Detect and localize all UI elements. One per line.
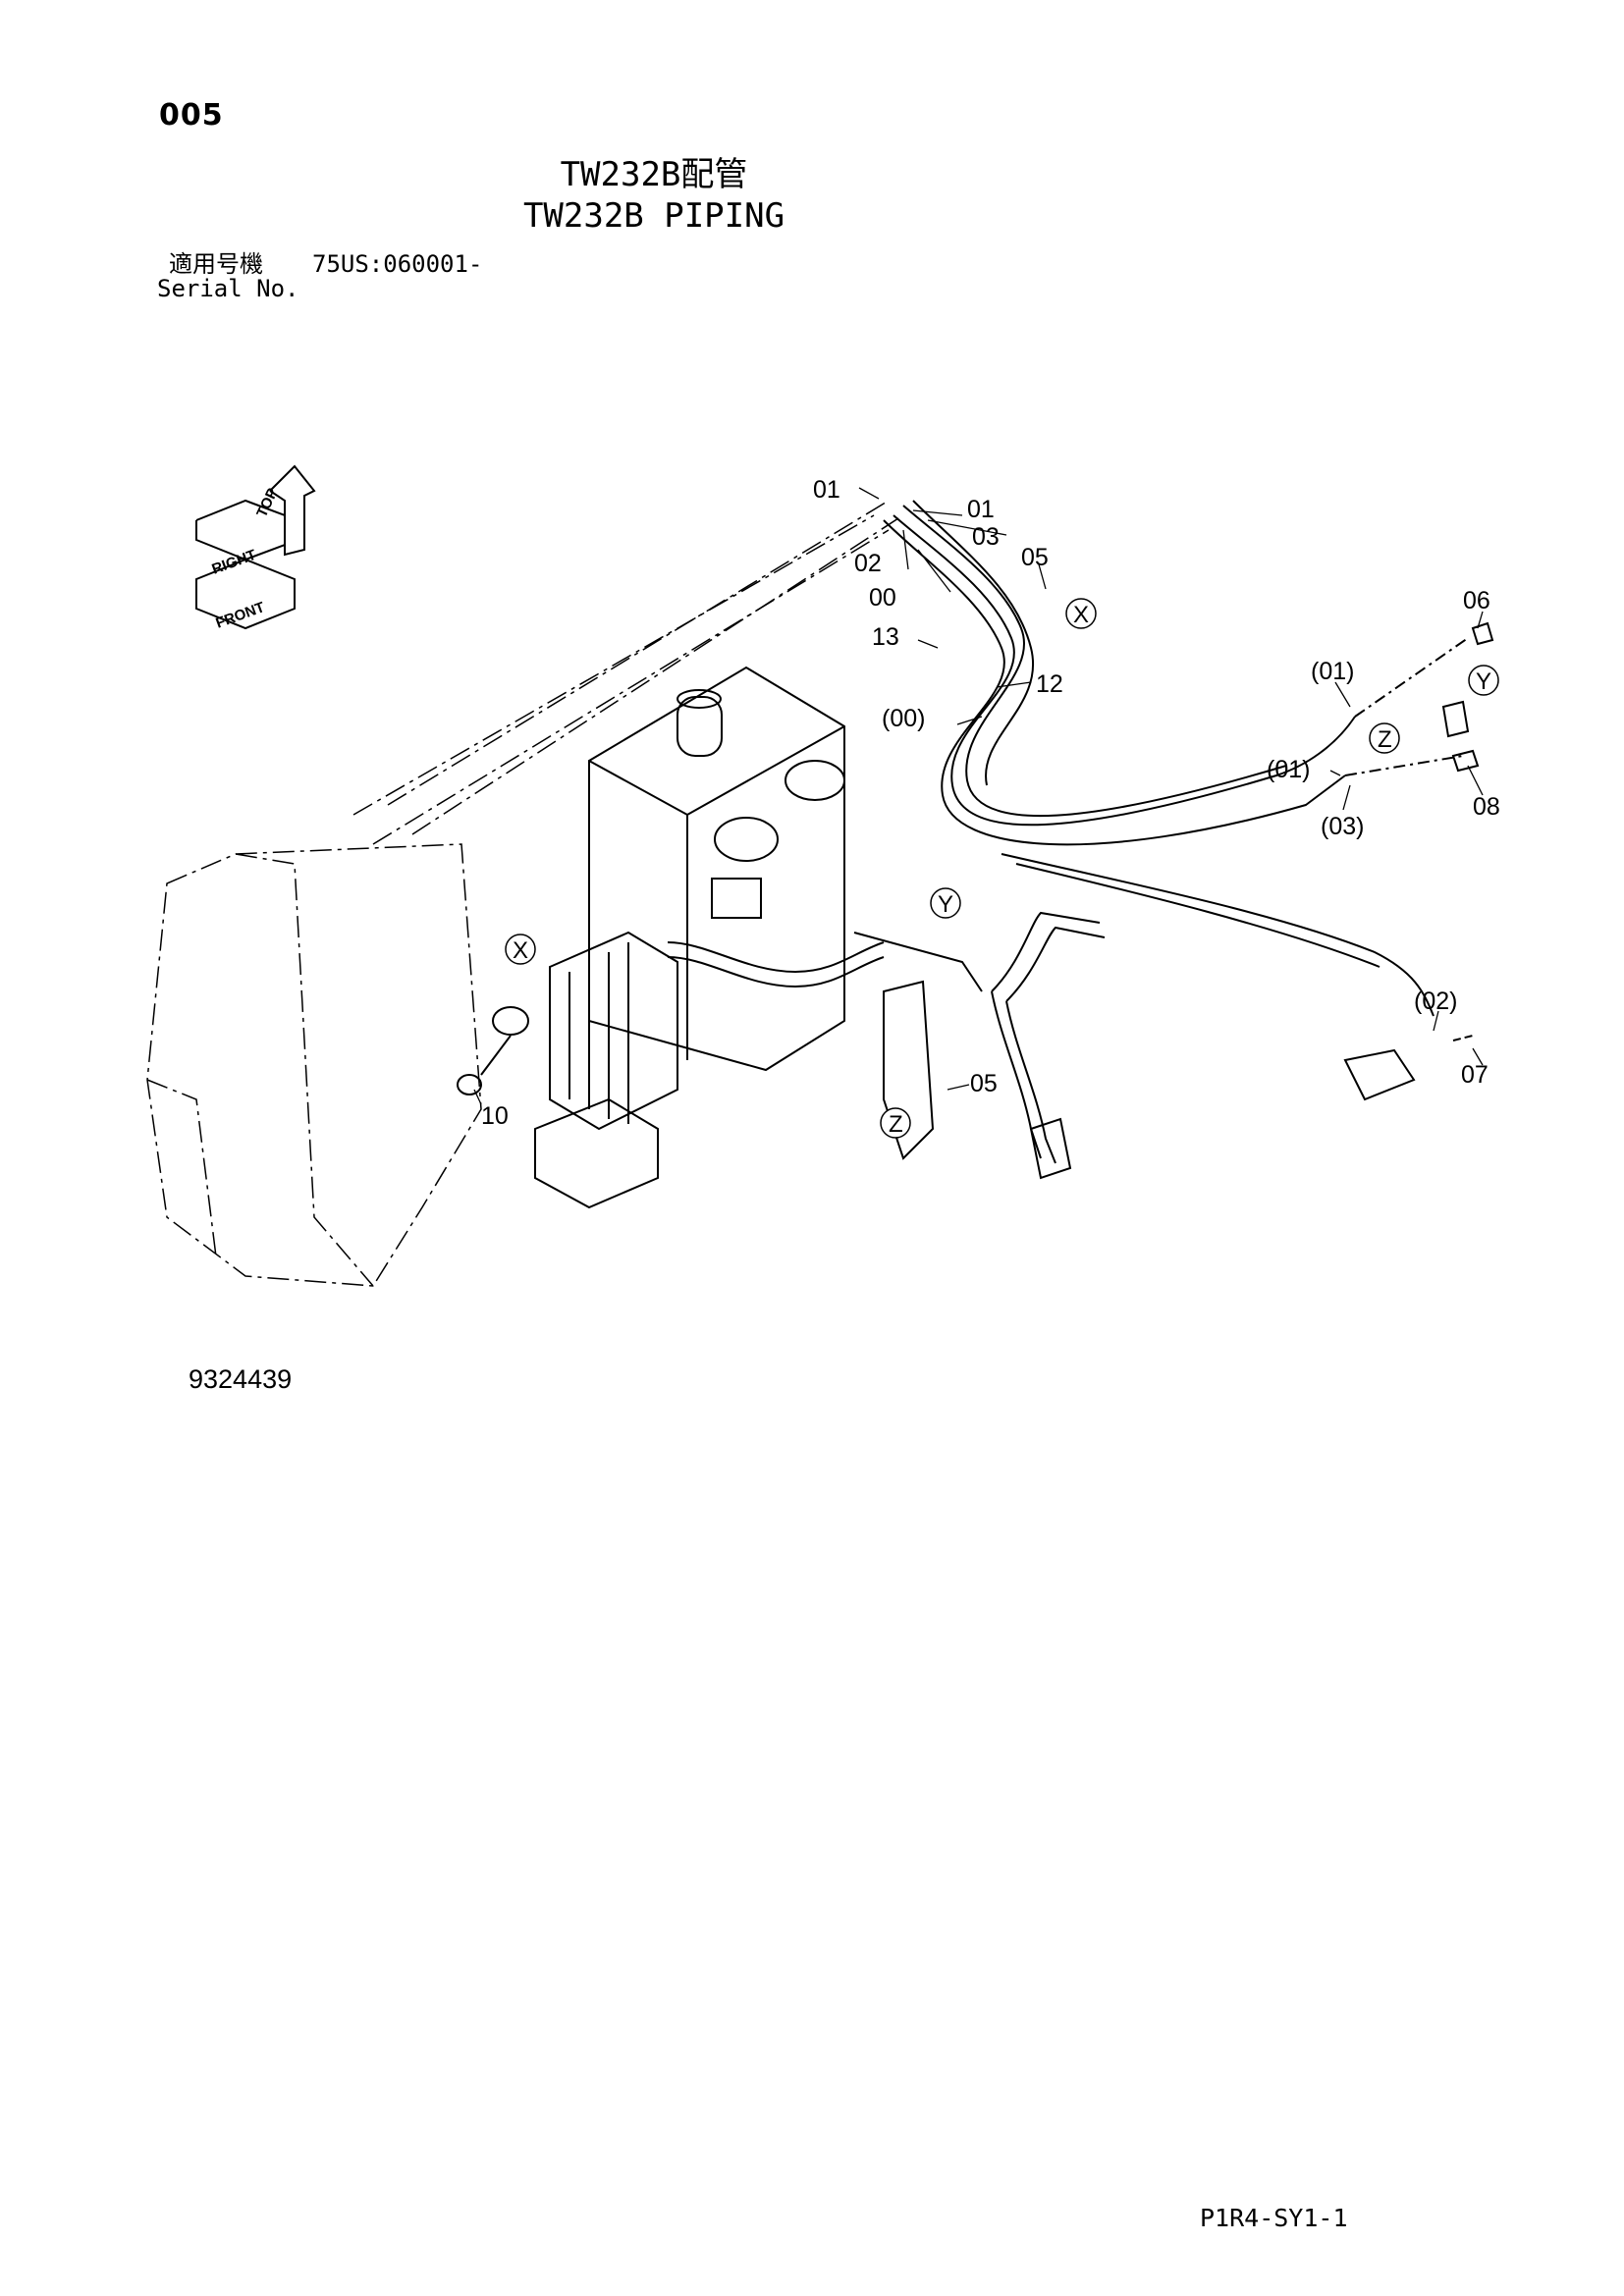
- callout-01-right: 01: [967, 496, 995, 523]
- serial-label-english: Serial No.: [157, 275, 299, 302]
- callout-00-ref: (00): [882, 705, 925, 732]
- callout-05-top: 05: [1021, 544, 1049, 571]
- callout-13: 13: [872, 623, 899, 651]
- callout-06: 06: [1463, 587, 1490, 614]
- callout-07: 07: [1461, 1061, 1489, 1089]
- marker-y-mid-circle: [930, 887, 961, 919]
- marker-y-right-circle: [1468, 665, 1499, 696]
- orientation-indicator: TOP RIGHT FRONT: [195, 464, 316, 632]
- callout-labels: 01 01 03 02 00 05 13 12 (00) 06 (01) (01…: [481, 476, 1500, 1130]
- serial-label-japanese: 適用号機: [169, 250, 263, 278]
- hose-bundle: [883, 500, 1494, 1101]
- marker-z-bottom-circle: [880, 1107, 911, 1139]
- page-number: 005: [159, 98, 224, 133]
- marker-y-mid: Y: [938, 891, 953, 918]
- orientation-top-label: TOP: [253, 486, 281, 520]
- callout-03: 03: [972, 523, 1000, 551]
- callout-02: 02: [854, 550, 882, 577]
- title-japanese: TW232B配管: [560, 155, 748, 194]
- marker-z-bottom: Z: [889, 1111, 903, 1138]
- title-english: TW232B PIPING: [522, 196, 785, 236]
- callout-10: 10: [481, 1102, 509, 1130]
- marker-x-top-circle: [1065, 598, 1097, 629]
- callout-01-ref-upper: (01): [1311, 658, 1354, 685]
- callout-03-ref: (03): [1321, 813, 1364, 840]
- control-valve: [457, 931, 678, 1209]
- callout-01-top: 01: [813, 476, 840, 504]
- marker-y-right: Y: [1476, 668, 1491, 695]
- callout-02-ref: (02): [1414, 988, 1457, 1015]
- pipe-assembly: [667, 911, 1106, 1180]
- callout-05-bottom: 05: [970, 1070, 998, 1097]
- leader-lines: [473, 487, 1484, 1105]
- serial-number-value: 75US:060001-: [312, 250, 483, 278]
- callout-08: 08: [1473, 793, 1500, 821]
- page-code: P1R4-SY1-1: [1200, 2204, 1348, 2232]
- callout-12: 12: [1036, 670, 1063, 698]
- callout-00: 00: [869, 584, 896, 612]
- orientation-right-label: RIGHT: [210, 547, 259, 578]
- boom-outline: [146, 500, 899, 1287]
- marker-x-top: X: [1073, 602, 1089, 628]
- connection-markers: X Y Z X Y Z: [505, 598, 1499, 1139]
- marker-z-right: Z: [1378, 726, 1392, 753]
- marker-z-right-circle: [1369, 722, 1400, 754]
- marker-x-left: X: [513, 937, 528, 964]
- callout-01-ref-lower: (01): [1267, 756, 1310, 783]
- marker-x-left-circle: [505, 934, 536, 965]
- drawing-number: 9324439: [189, 1364, 293, 1394]
